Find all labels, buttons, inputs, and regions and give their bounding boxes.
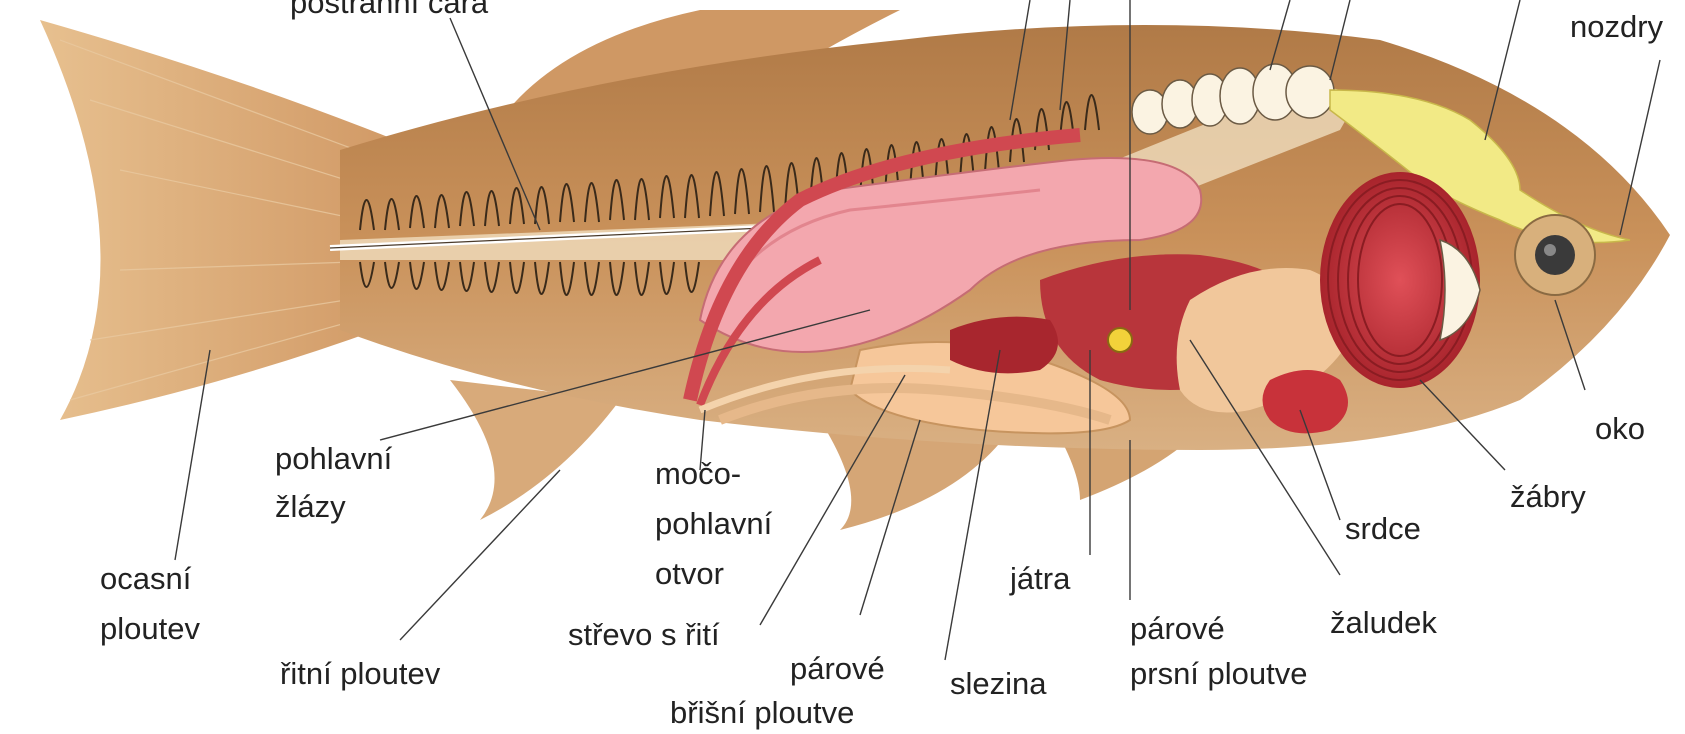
- label-stomach: žaludek: [1330, 604, 1437, 642]
- label-tail-fin-line2: ploutev: [100, 610, 200, 648]
- label-liver: játra: [1010, 560, 1070, 598]
- label-lateral-line: postranní čára: [290, 0, 488, 22]
- label-intestine: střevo s řití: [568, 616, 720, 654]
- label-nostrils: nozdry: [1570, 8, 1663, 46]
- label-eye: oko: [1595, 410, 1645, 448]
- label-pelvic-fins-line2: břišní ploutve: [670, 694, 854, 732]
- label-pelvic-fins-line1: párové: [790, 650, 885, 688]
- label-gonads-line2: žlázy: [275, 488, 346, 526]
- label-urogenital-line3: otvor: [655, 555, 724, 593]
- label-pectoral-fins-line1: párové: [1130, 610, 1225, 648]
- label-spleen: slezina: [950, 665, 1047, 703]
- label-gills: žábry: [1510, 478, 1586, 516]
- label-anal-fin: řitní ploutev: [280, 655, 440, 693]
- label-gonads-line1: pohlavní: [275, 440, 392, 478]
- label-tail-fin-line1: ocasní: [100, 560, 191, 598]
- label-urogenital-line2: pohlavní: [655, 505, 772, 543]
- gills: [1320, 172, 1480, 388]
- label-pectoral-fins-line2: prsní ploutve: [1130, 655, 1308, 693]
- label-heart: srdce: [1345, 510, 1421, 548]
- label-urogenital-line1: močo-: [655, 455, 741, 493]
- spleen: [950, 317, 1058, 374]
